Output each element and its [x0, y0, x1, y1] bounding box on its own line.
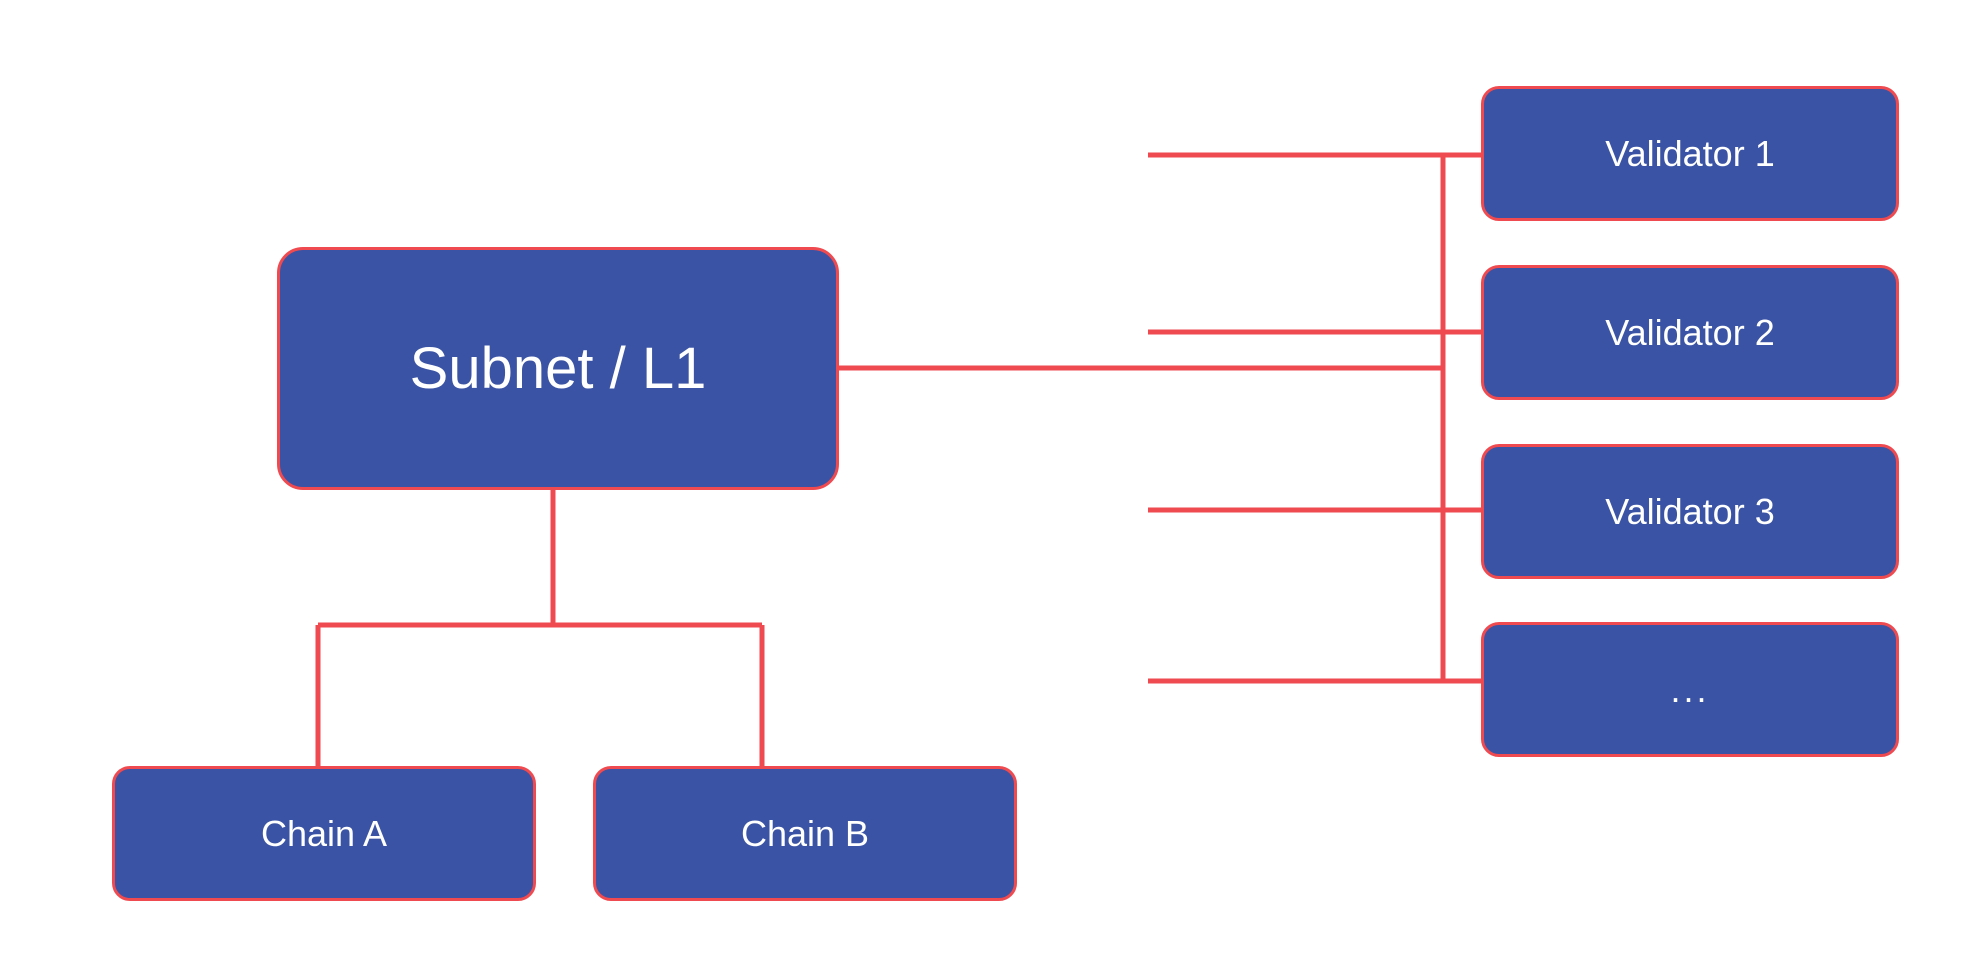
node-validator-2-label: Validator 2: [1605, 311, 1775, 353]
node-validator-2[interactable]: Validator 2: [1481, 265, 1899, 400]
node-chain-a-label: Chain A: [260, 812, 388, 854]
node-validator-3[interactable]: Validator 3: [1481, 444, 1899, 579]
node-validator-3-label: Validator 3: [1605, 490, 1775, 532]
node-chain-b[interactable]: Chain B: [593, 766, 1017, 901]
node-validator-ellipsis[interactable]: ...: [1481, 622, 1899, 757]
node-subnet-l1-label: Subnet / L1: [409, 335, 707, 401]
node-subnet-l1[interactable]: Subnet / L1: [277, 247, 839, 490]
node-validator-ellipsis-label: ...: [1670, 668, 1710, 710]
node-validator-1-label: Validator 1: [1605, 132, 1775, 174]
node-validator-1[interactable]: Validator 1: [1481, 86, 1899, 221]
node-chain-b-label: Chain B: [740, 812, 870, 854]
node-chain-a[interactable]: Chain A: [112, 766, 536, 901]
